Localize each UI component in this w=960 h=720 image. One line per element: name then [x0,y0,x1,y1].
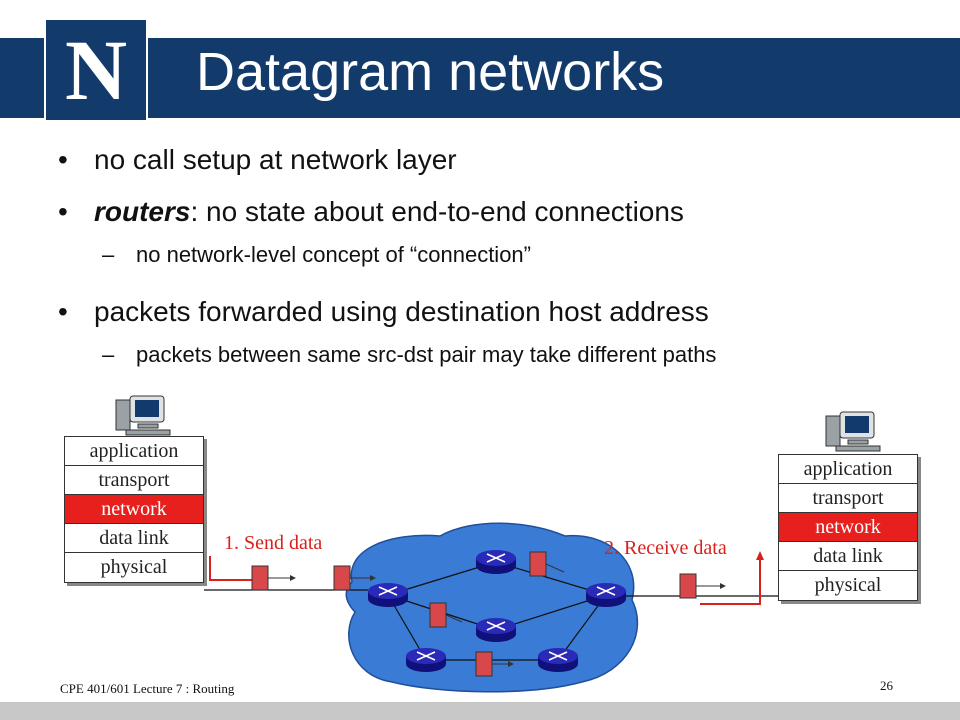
arrowhead [756,551,764,560]
layer-physical: physical [814,574,882,596]
bullet-2-emphasis: routers [94,196,191,227]
layer-data-link: data link [65,524,203,553]
layer-transport: transport [65,466,203,495]
bullet-3-text: packets forwarded using destination host… [94,296,709,327]
slide-title: Datagram networks [196,42,665,102]
router [368,583,408,607]
host-computer-icon [825,411,881,452]
bottom-bar [0,702,960,720]
layer-application: application [779,455,917,484]
packet [475,651,514,677]
bullet-list: no call setup at network layer routers: … [58,142,938,370]
router [476,550,516,574]
title-bar [0,38,960,118]
host-computer-icon [115,395,171,436]
packet [251,565,296,591]
router [406,648,446,672]
router [538,648,578,672]
bullet-1: no call setup at network layer [58,142,938,178]
university-logo: N [44,18,148,122]
layer-network: network [65,495,203,524]
logo-letter: N [64,22,128,118]
bullet-2-text: : no state about end-to-end connections [190,196,684,227]
layer-physical: physical [100,556,168,578]
receive-path-arrow [700,560,761,605]
sub-bullet-2: packets between same src-dst pair may ta… [58,340,938,370]
packet [529,551,565,577]
layer-transport: transport [779,484,917,513]
sub-bullet-1: no network-level concept of “connection” [58,240,938,270]
page-number: 26 [880,678,893,693]
sub-bullet-1-text: no network-level concept of “connection” [136,242,531,267]
bullet-1-text: no call setup at network layer [94,144,457,175]
router [586,583,626,607]
footer-course: CPE 401/601 Lecture 7 : Routing [60,681,235,696]
layer-network: network [779,513,917,542]
bullet-2: routers: no state about end-to-end conne… [58,194,938,230]
layer-application: application [65,437,203,466]
bullet-3: packets forwarded using destination host… [58,294,938,330]
left-protocol-stack: application transport network data link … [64,436,204,583]
sub-bullet-2-text: packets between same src-dst pair may ta… [136,342,717,367]
router [476,618,516,642]
receive-data-label: 2. Receive data [604,537,727,559]
send-path-arrow [209,556,252,581]
packet [429,602,463,628]
layer-data-link: data link [779,542,917,571]
right-protocol-stack: application transport network data link … [778,454,918,601]
send-data-label: 1. Send data [224,532,323,554]
packet [679,573,726,599]
packet [333,565,376,591]
